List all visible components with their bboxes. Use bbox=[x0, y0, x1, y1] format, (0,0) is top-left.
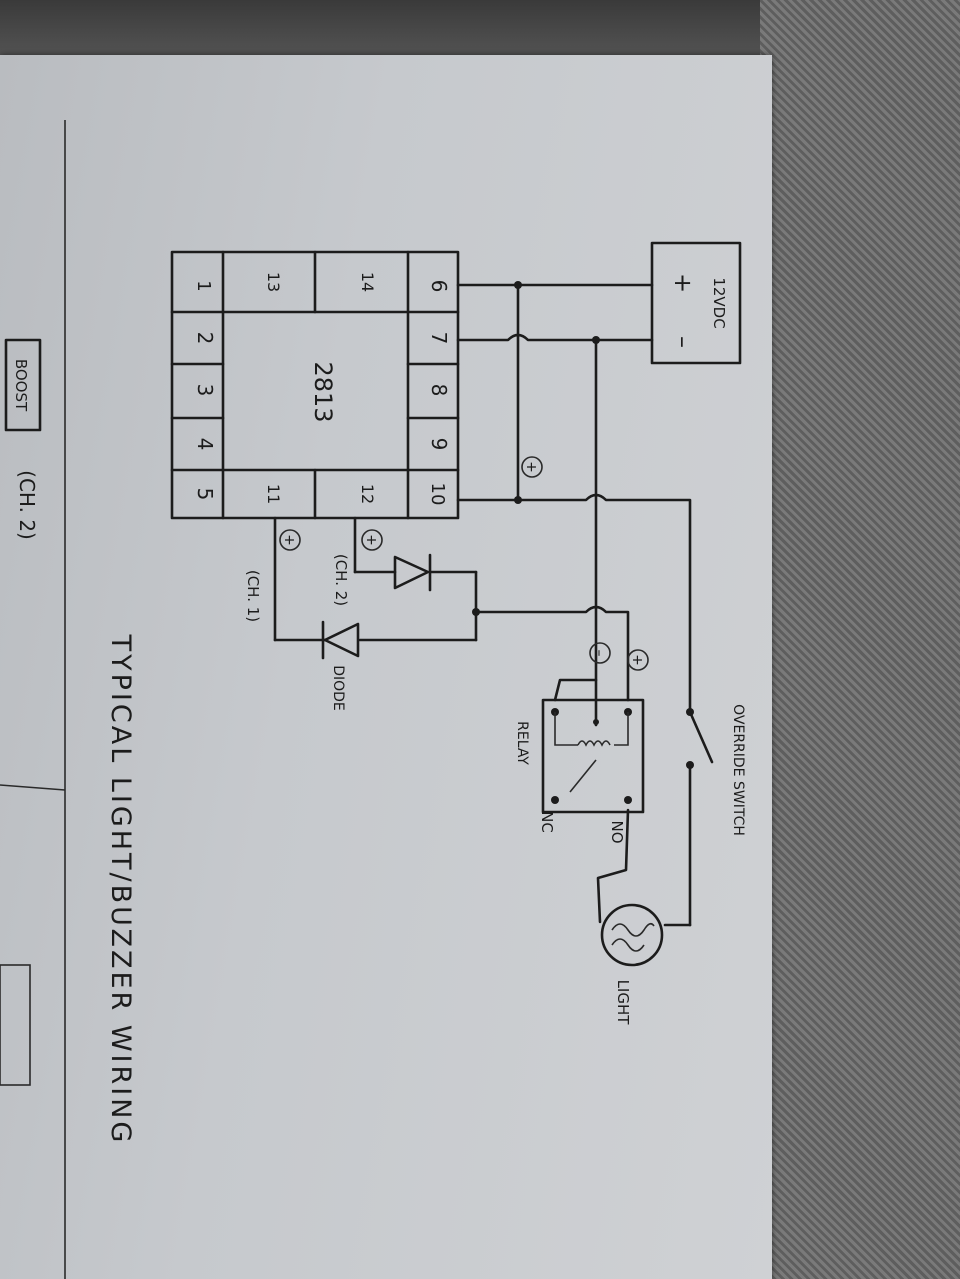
power-supply-12vdc: 12VDC + – bbox=[650, 241, 742, 365]
supply-plus: + bbox=[669, 273, 697, 293]
relay-no-label: NO bbox=[608, 820, 626, 843]
channel-1-label: (CH. 1) bbox=[244, 570, 262, 622]
pin-4: 4 bbox=[193, 438, 217, 451]
diode-upper-icon bbox=[393, 553, 432, 592]
pin-5: 5 bbox=[193, 488, 217, 501]
background-mesh bbox=[760, 0, 960, 1279]
pin-6: 6 bbox=[427, 280, 451, 293]
svg-text:+: + bbox=[523, 461, 539, 473]
pin-9: 9 bbox=[427, 438, 451, 451]
boost-label-group: BOOST (CH. 2) bbox=[4, 338, 42, 540]
supply-minus: – bbox=[669, 336, 697, 348]
pin-11: 11 bbox=[264, 484, 283, 504]
boost-box bbox=[4, 338, 42, 432]
plus-marker: + bbox=[279, 529, 301, 551]
boost-channel-text: (CH. 2) bbox=[15, 470, 39, 540]
paper-sheet bbox=[0, 55, 772, 1279]
relay-label: RELAY bbox=[514, 721, 530, 765]
pin-8: 8 bbox=[427, 384, 451, 397]
pin-7: 7 bbox=[427, 332, 451, 345]
diode-lower-icon bbox=[321, 620, 360, 660]
svg-text:+: + bbox=[629, 654, 645, 666]
pin-1: 1 bbox=[193, 280, 214, 291]
override-switch-label: OVERRIDE SWITCH bbox=[730, 704, 746, 836]
pin-14: 14 bbox=[358, 272, 377, 292]
boost-text: BOOST bbox=[12, 359, 30, 412]
svg-text:+: + bbox=[363, 534, 379, 546]
svg-text:+: + bbox=[281, 534, 297, 546]
module-label: 2813 bbox=[309, 361, 337, 422]
diode-label: DIODE bbox=[330, 665, 346, 711]
supply-box bbox=[650, 241, 742, 365]
relay-box bbox=[541, 698, 645, 814]
plus-marker: + bbox=[361, 529, 383, 551]
junction-dot bbox=[592, 336, 600, 344]
light-label: LIGHT bbox=[614, 980, 632, 1026]
channel-2-label: (CH. 2) bbox=[332, 554, 350, 606]
relay-plus-marker: + bbox=[627, 649, 649, 671]
wires bbox=[273, 281, 714, 927]
junction-dot bbox=[514, 281, 522, 289]
light-bulb-icon bbox=[600, 903, 664, 967]
partial-box-bottom bbox=[0, 964, 31, 1086]
module-2813: 2813 1 2 3 4 5 6 7 8 9 10 11 12 13 14 bbox=[170, 250, 460, 520]
supply-label: 12VDC bbox=[710, 277, 728, 328]
pin-3: 3 bbox=[193, 384, 217, 397]
pin-13: 13 bbox=[264, 272, 283, 292]
plus-marker: + bbox=[521, 456, 543, 478]
margin-divider bbox=[0, 784, 66, 791]
relay-minus-marker: – bbox=[589, 642, 611, 664]
relay-nc-label: NC bbox=[538, 811, 556, 833]
svg-text:–: – bbox=[591, 650, 607, 657]
pin-10: 10 bbox=[427, 483, 448, 506]
diagram-title: TYPICAL LIGHT/BUZZER WIRING bbox=[105, 634, 136, 1146]
pin-12: 12 bbox=[358, 484, 377, 504]
relay: – + RELAY NO NC bbox=[514, 642, 649, 844]
pin-2: 2 bbox=[193, 332, 217, 345]
